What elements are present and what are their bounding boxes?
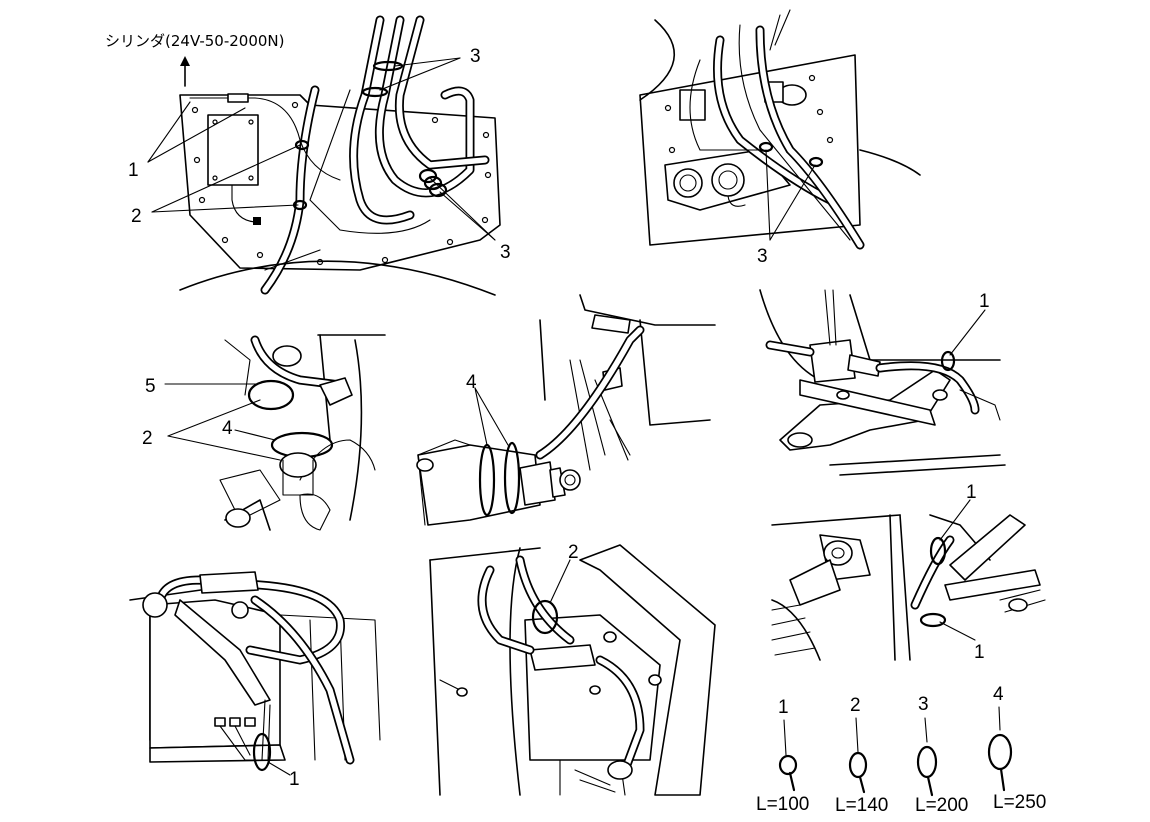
callout-label: 3	[470, 46, 481, 67]
callout-label: 1	[974, 642, 985, 663]
callout-label: 3	[757, 246, 768, 267]
callout-label: 4	[222, 418, 233, 439]
cable-tie-legend: 1 L=100 2 L=140 3 L=200 4 L=250	[756, 684, 1046, 816]
legend-item-tie-1: 1 L=100	[756, 697, 809, 815]
callout-label: 1	[128, 160, 139, 181]
cable-tie-icon	[916, 745, 938, 779]
panel-4-cylinder: 4	[416, 294, 716, 526]
callout-label: 1	[979, 291, 990, 312]
legend-number: 2	[850, 695, 861, 716]
callout-label: 2	[131, 206, 142, 227]
legend-length: L=140	[835, 795, 888, 816]
legend-length: L=250	[993, 792, 1046, 813]
panel-8-mount: 2	[429, 542, 716, 796]
callout-label: 1	[966, 482, 977, 503]
panel-1-harness-plate: シリンダ(24V-50-2000N)	[105, 15, 511, 296]
cable-tie-icon	[848, 751, 868, 779]
callout-label: 2	[568, 542, 579, 563]
panel-3-clamp-detail: 5 2 4	[142, 334, 386, 531]
callout-label: 5	[145, 376, 156, 397]
cable-tie-icon	[778, 754, 798, 776]
legend-number: 3	[918, 694, 929, 715]
legend-number: 1	[778, 697, 789, 718]
cable-tie-icon	[987, 733, 1013, 771]
legend-length: L=200	[915, 795, 968, 816]
legend-item-tie-4: 4 L=250	[987, 684, 1046, 813]
legend-length: L=100	[756, 794, 809, 815]
callout-label: 2	[142, 428, 153, 449]
panel-7-battery: 1	[129, 571, 381, 790]
legend-item-tie-2: 2 L=140	[835, 695, 888, 816]
callout-label: 1	[289, 769, 300, 790]
panel-5-bracket: 1	[759, 289, 1006, 476]
legend-number: 4	[993, 684, 1004, 705]
callout-label: 3	[500, 242, 511, 263]
legend-item-tie-3: 3 L=200	[915, 694, 968, 816]
callout-label: 4	[466, 372, 477, 393]
panel-6-lever: 1 1	[771, 482, 1046, 663]
cylinder-spec-note: シリンダ(24V-50-2000N)	[105, 32, 284, 50]
panel-2-connector-panel: 3	[639, 9, 921, 267]
